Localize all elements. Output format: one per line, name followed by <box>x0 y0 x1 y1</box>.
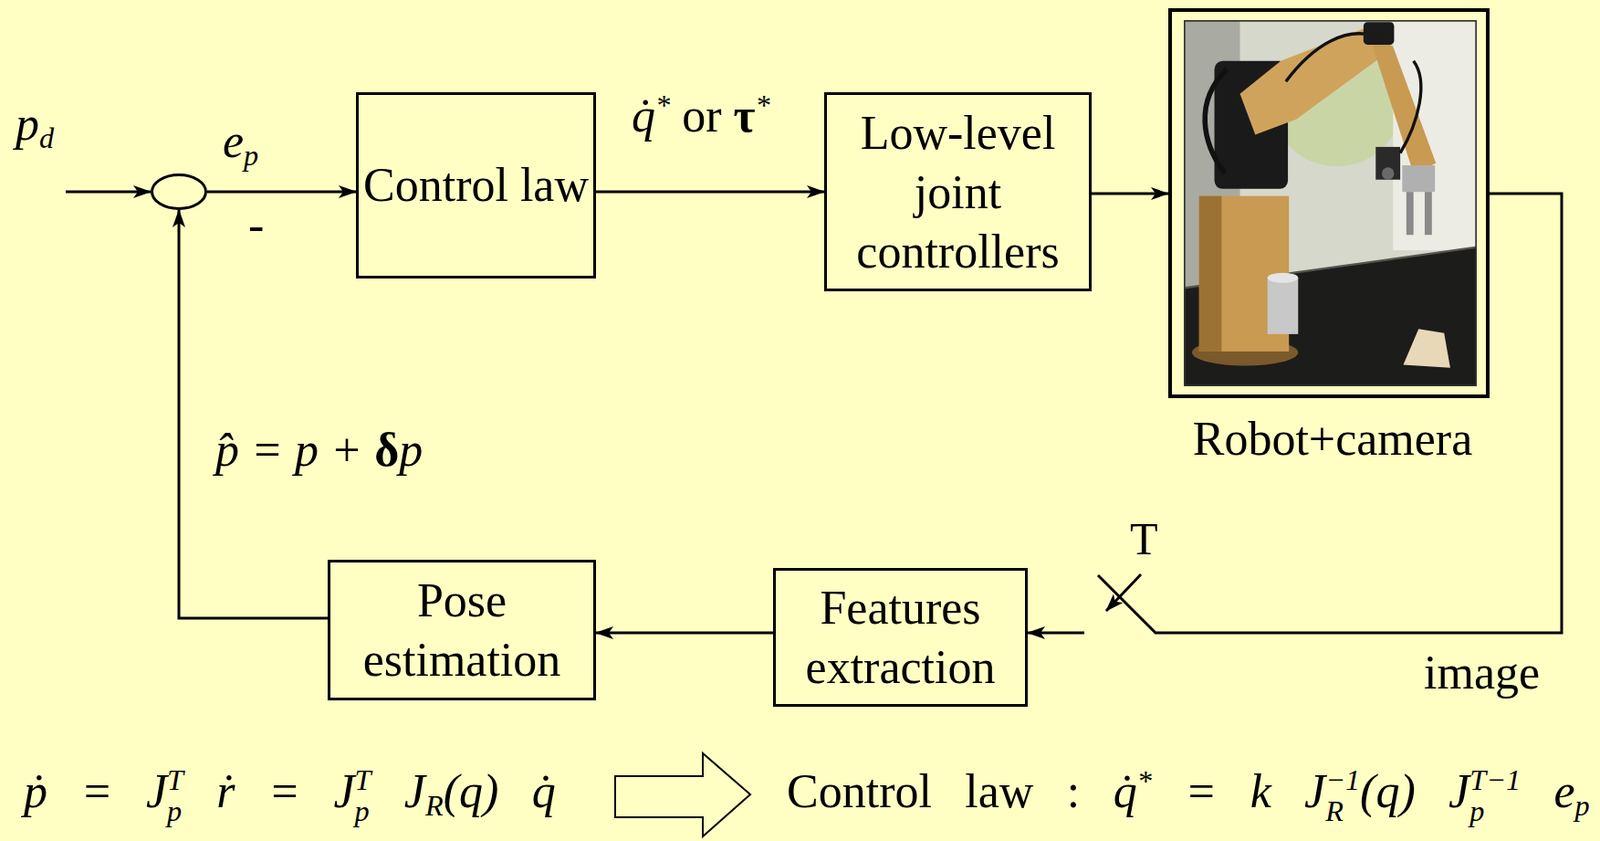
plant-caption: Robot+camera <box>1153 410 1512 468</box>
signal-line <box>207 190 356 194</box>
signal-line <box>178 209 328 618</box>
signal-label: image <box>1423 644 1540 701</box>
cable <box>1400 61 1422 154</box>
box-label: Low-level joint controllers <box>826 103 1089 282</box>
process-box: Low-level joint controllers <box>824 92 1092 292</box>
signal-label: pd <box>15 95 54 157</box>
equation: ṗ = JpT ṙ = JpT JR(q) q̇ <box>23 763 556 827</box>
signal-label: ep <box>222 113 259 174</box>
box-label: Features extraction <box>775 577 1025 697</box>
cable <box>1286 33 1368 82</box>
process-box: Control law <box>355 92 597 279</box>
summing-junction: - <box>150 173 208 210</box>
box-label: Pose estimation <box>330 570 594 690</box>
summing-circle <box>150 173 208 210</box>
implication-arrow <box>615 752 751 837</box>
signal-line <box>1027 193 1562 633</box>
signal-line <box>1091 192 1169 196</box>
sampler-label: T <box>1129 511 1159 566</box>
process-box: Pose estimation <box>327 559 597 701</box>
signal-line <box>596 631 774 635</box>
camera <box>1375 146 1401 180</box>
equation: Control law : q̇* = k JR−1(q) JpT−1 ep <box>786 763 1590 827</box>
signal-label: p̂ = p + δp <box>215 421 423 479</box>
input-wire <box>65 190 151 194</box>
target-object <box>1402 328 1450 368</box>
signal-label: q̇* or τ* <box>631 87 771 145</box>
sign-label: - <box>248 197 264 254</box>
photo-border <box>1184 20 1476 386</box>
silver-cylinder <box>1267 277 1299 335</box>
gripper-finger <box>1424 191 1433 235</box>
box-label: Control law <box>363 145 589 226</box>
summing-circle <box>152 175 207 210</box>
robot-photo <box>1183 20 1477 387</box>
wall <box>1183 20 1477 387</box>
signal-line <box>596 190 825 194</box>
camera-lens <box>1381 167 1394 179</box>
elbow-motor <box>1363 21 1395 45</box>
process-box: Features extraction <box>773 567 1028 707</box>
wrist <box>1401 165 1435 192</box>
sampler-arrow <box>1106 574 1141 611</box>
plant-frame: Robot+camera <box>1168 8 1490 398</box>
gripper-finger <box>1406 191 1414 235</box>
cable <box>1204 69 1227 174</box>
cylinder-top <box>1267 272 1299 283</box>
robot-base-shade <box>1199 196 1223 352</box>
